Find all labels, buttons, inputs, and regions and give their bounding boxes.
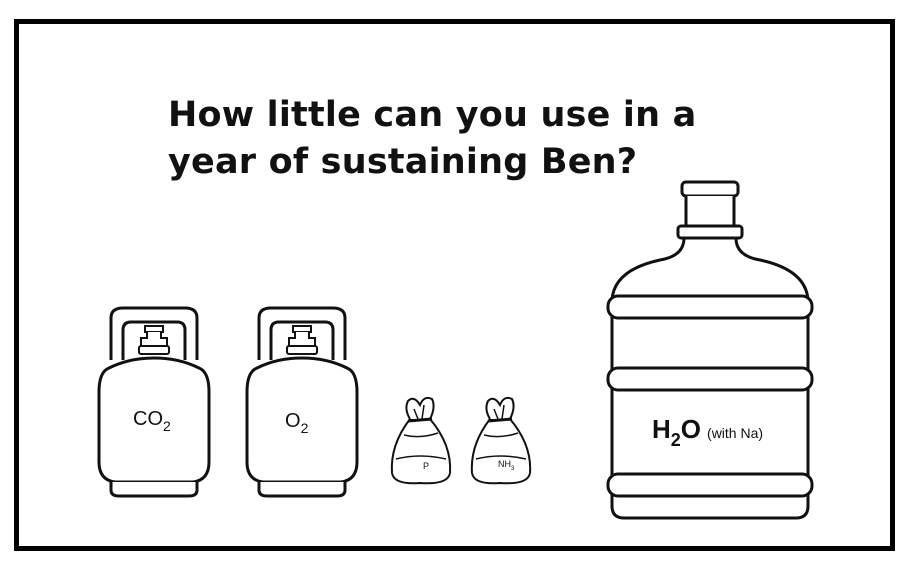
ammonia-sack: NH3 xyxy=(470,396,532,485)
water-label: H2O(with Na) xyxy=(652,414,763,450)
o2-cylinder: O2 xyxy=(245,306,359,498)
question-line-2: year of sustaining Ben? xyxy=(168,142,638,182)
water-jug: H2O(with Na) xyxy=(606,180,814,520)
co2-label: CO2 xyxy=(133,408,171,434)
phosphorus-label: P xyxy=(423,461,429,471)
phosphorus-sack: P xyxy=(390,396,452,485)
question-line-1: How little can you use in a xyxy=(168,95,697,135)
ammonia-label: NH3 xyxy=(498,459,515,472)
co2-cylinder: CO2 xyxy=(97,306,211,498)
o2-label: O2 xyxy=(285,410,309,436)
question-text: How little can you use in a year of sust… xyxy=(168,92,728,186)
